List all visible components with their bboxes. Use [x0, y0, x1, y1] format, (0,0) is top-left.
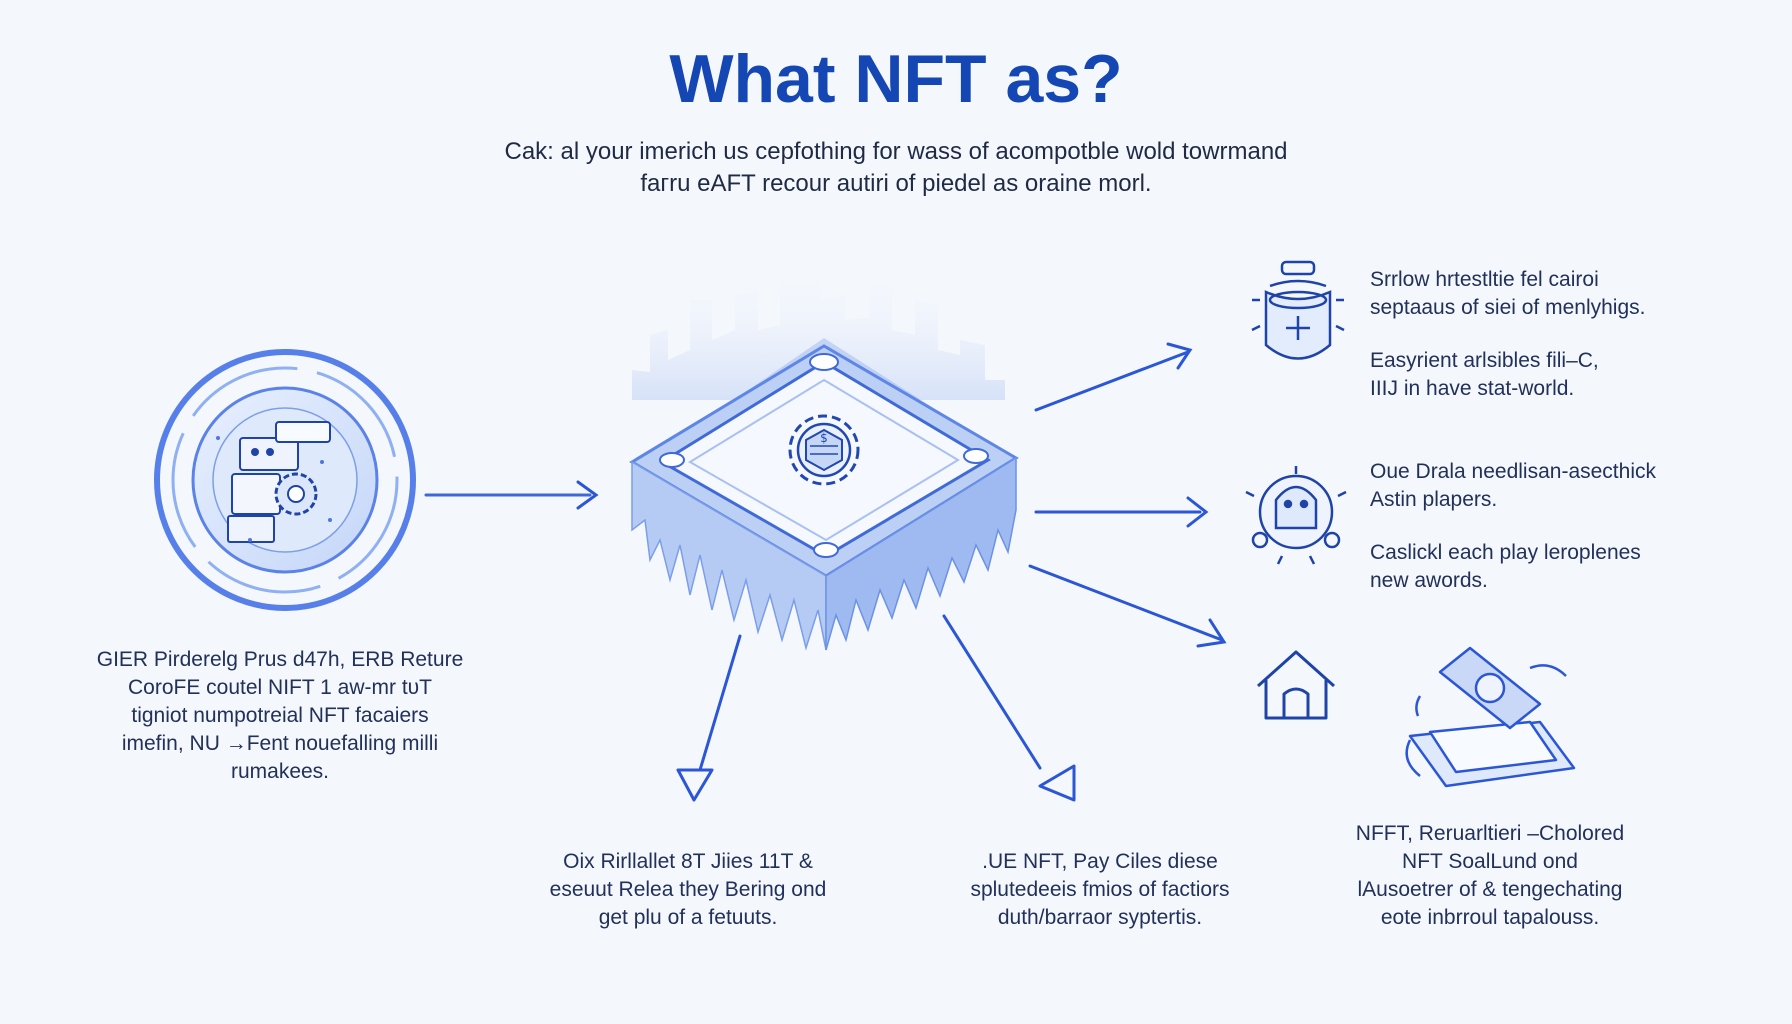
- arrow-to-house: [1028, 564, 1224, 642]
- arrow-to-bottom-left: [698, 634, 742, 772]
- right-caption-line: new awords.: [1370, 569, 1488, 592]
- right-caption-line: Oue Drala needlisan-asecthick: [1370, 460, 1656, 483]
- bottom-caption-3: NFFT, Reruarltieri –Cholored NFT SoalLun…: [1300, 820, 1680, 932]
- arrow-to-jar: [1034, 350, 1190, 412]
- bottom-caption-line: duth/barraor syptertis.: [997, 906, 1203, 929]
- bottom-caption-line: lAusoetrer of & tengechating: [1357, 878, 1623, 901]
- disc-circle-icon: [154, 349, 416, 611]
- bottom-caption-line: NFFT, Reruarltieri –Cholored: [1355, 822, 1625, 845]
- subtitle-line-2: faгru eAFT recour autiri of piedel as or…: [640, 170, 1152, 197]
- jar-icon: [1251, 260, 1345, 360]
- arrow-disc-to-platform-head: [576, 480, 599, 510]
- bottom-caption-1: Oix Rirllallet 8T Jiies 11T & eseuut Rel…: [508, 848, 868, 932]
- bottom-caption-line: splutedeeis fmios of factiors: [970, 878, 1230, 901]
- right-caption-line: septaaus of siei of menlyhigs.: [1370, 296, 1646, 319]
- right-caption-line: Easyrient arlsibles fili–C,: [1370, 349, 1599, 372]
- left-caption-line: tigniot numpotreial NFT facaiers: [131, 704, 429, 727]
- subtitle-line-1: Cak: аl your imerich us cepfothing for w…: [504, 138, 1288, 165]
- left-caption-line: GIER Pirderelg Prus d47h, ERB Reture: [96, 648, 464, 671]
- left-caption-line: imefin, NU →Fent nouefalling milli: [121, 732, 439, 755]
- right-caption-4: Caslickl each play leroplenes new awords…: [1370, 539, 1770, 595]
- character-head-icon: [1245, 466, 1347, 565]
- page-subtitle: Cak: аl your imerich us cepfothing for w…: [396, 136, 1396, 200]
- bottom-caption-line: NFT SoalLund ond: [1402, 850, 1578, 873]
- arrow-to-bottom-mid-head: [1038, 764, 1076, 802]
- bottom-caption-line: get plu of a fetuuts.: [598, 906, 778, 929]
- house-icon: [1256, 650, 1336, 720]
- right-caption-line: IIIJ in have stat-world.: [1370, 377, 1575, 400]
- right-caption-1: Srrlow hrtestltie fel cairoi septaaus of…: [1370, 266, 1770, 322]
- arrow-to-house-head: [1196, 618, 1227, 648]
- arrows: [424, 342, 1227, 802]
- right-caption-line: Srrlow hrtestltie fel cairoi: [1370, 268, 1599, 291]
- left-caption-line: rumakees.: [230, 760, 330, 783]
- bottom-caption-line: .UE NFT, Pay Ciles diese: [982, 850, 1218, 873]
- bottom-caption-line: Oix Rirllallet 8T Jiies 11T &: [563, 850, 813, 873]
- left-caption-line: CoroFE coutel NIFT 1 aw-mr tυT: [128, 676, 432, 699]
- svg-text:$: $: [820, 431, 828, 445]
- gear-coin-icon: $: [788, 414, 860, 486]
- arrow-to-character-head: [1186, 496, 1209, 528]
- bottom-caption-2: .UE NFT, Pay Ciles diese splutedeeis fmi…: [920, 848, 1280, 932]
- left-caption: GIER Pirderelg Prus d47h, ERB Reture Cor…: [60, 646, 500, 786]
- right-caption-2: Easyrient arlsibles fili–C, IIIJ in have…: [1370, 347, 1770, 403]
- right-caption-line: Caslickl each play leroplenes: [1370, 541, 1641, 564]
- arrow-to-bottom-mid: [942, 614, 1042, 770]
- tablet-hand-icon: [1405, 646, 1576, 788]
- arrow-to-jar-head: [1166, 342, 1193, 370]
- bottom-caption-line: eseuut Relea they Bering ond: [549, 878, 827, 901]
- right-caption-3: Oue Drala needlisan-asecthick Astin plap…: [1370, 458, 1770, 514]
- bottom-caption-line: eote inbrroul tapalouss.: [1380, 906, 1600, 929]
- page-title: What NFT as?: [669, 41, 1123, 117]
- arrow-to-bottom-left-head: [676, 768, 714, 802]
- right-caption-line: Astin plapers.: [1370, 488, 1498, 511]
